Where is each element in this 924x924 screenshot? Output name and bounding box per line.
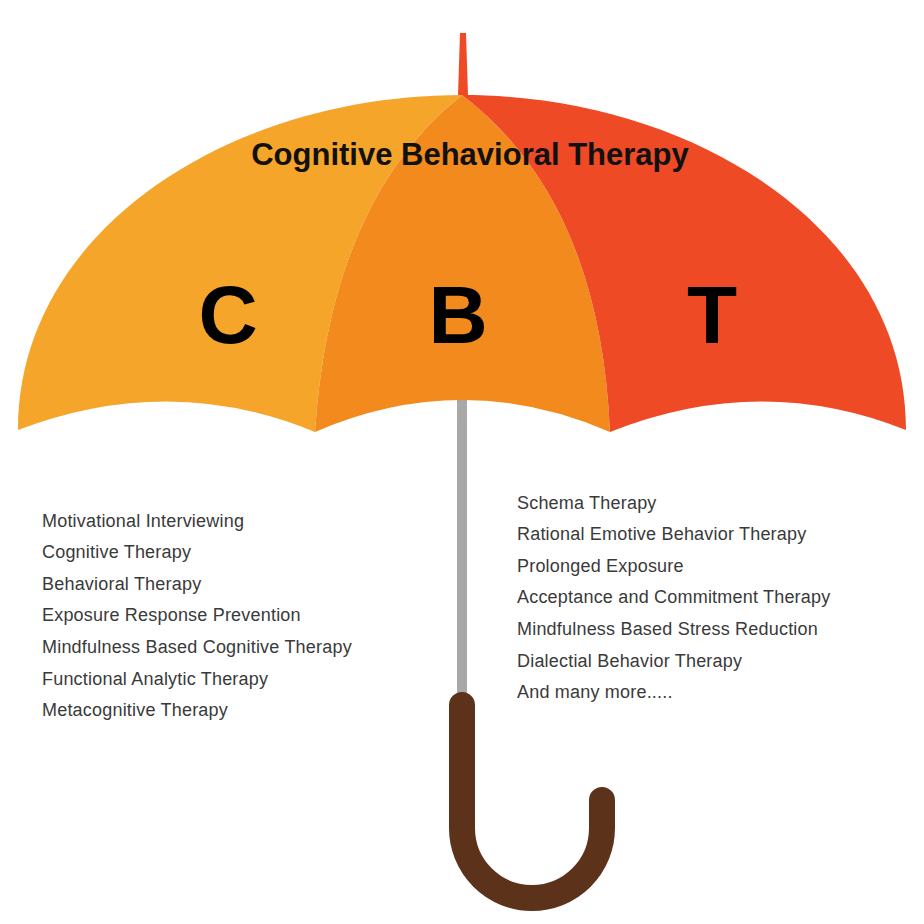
list-item: Mindfulness Based Cognitive Therapy [42, 637, 352, 658]
panel-letter: T [687, 268, 737, 362]
umbrella-tip [458, 33, 468, 95]
umbrella-shaft [457, 390, 467, 715]
panel-letter: C [198, 268, 257, 362]
list-item: Dialectial Behavior Therapy [517, 651, 742, 672]
list-item: Rational Emotive Behavior Therapy [517, 524, 806, 545]
list-item: Behavioral Therapy [42, 574, 201, 595]
list-item: Cognitive Therapy [42, 542, 191, 563]
list-item: Prolonged Exposure [517, 556, 684, 577]
umbrella-handle [462, 705, 602, 898]
list-item: Acceptance and Commitment Therapy [517, 587, 830, 608]
list-item: Motivational Interviewing [42, 511, 244, 532]
list-item: Exposure Response Prevention [42, 605, 301, 626]
list-item: Metacognitive Therapy [42, 700, 228, 721]
list-item: And many more..... [517, 682, 673, 703]
panel-letter: B [428, 268, 487, 362]
list-item: Functional Analytic Therapy [42, 669, 268, 690]
diagram-title: Cognitive Behavioral Therapy [251, 137, 689, 173]
list-item: Schema Therapy [517, 493, 657, 514]
list-item: Mindfulness Based Stress Reduction [517, 619, 818, 640]
